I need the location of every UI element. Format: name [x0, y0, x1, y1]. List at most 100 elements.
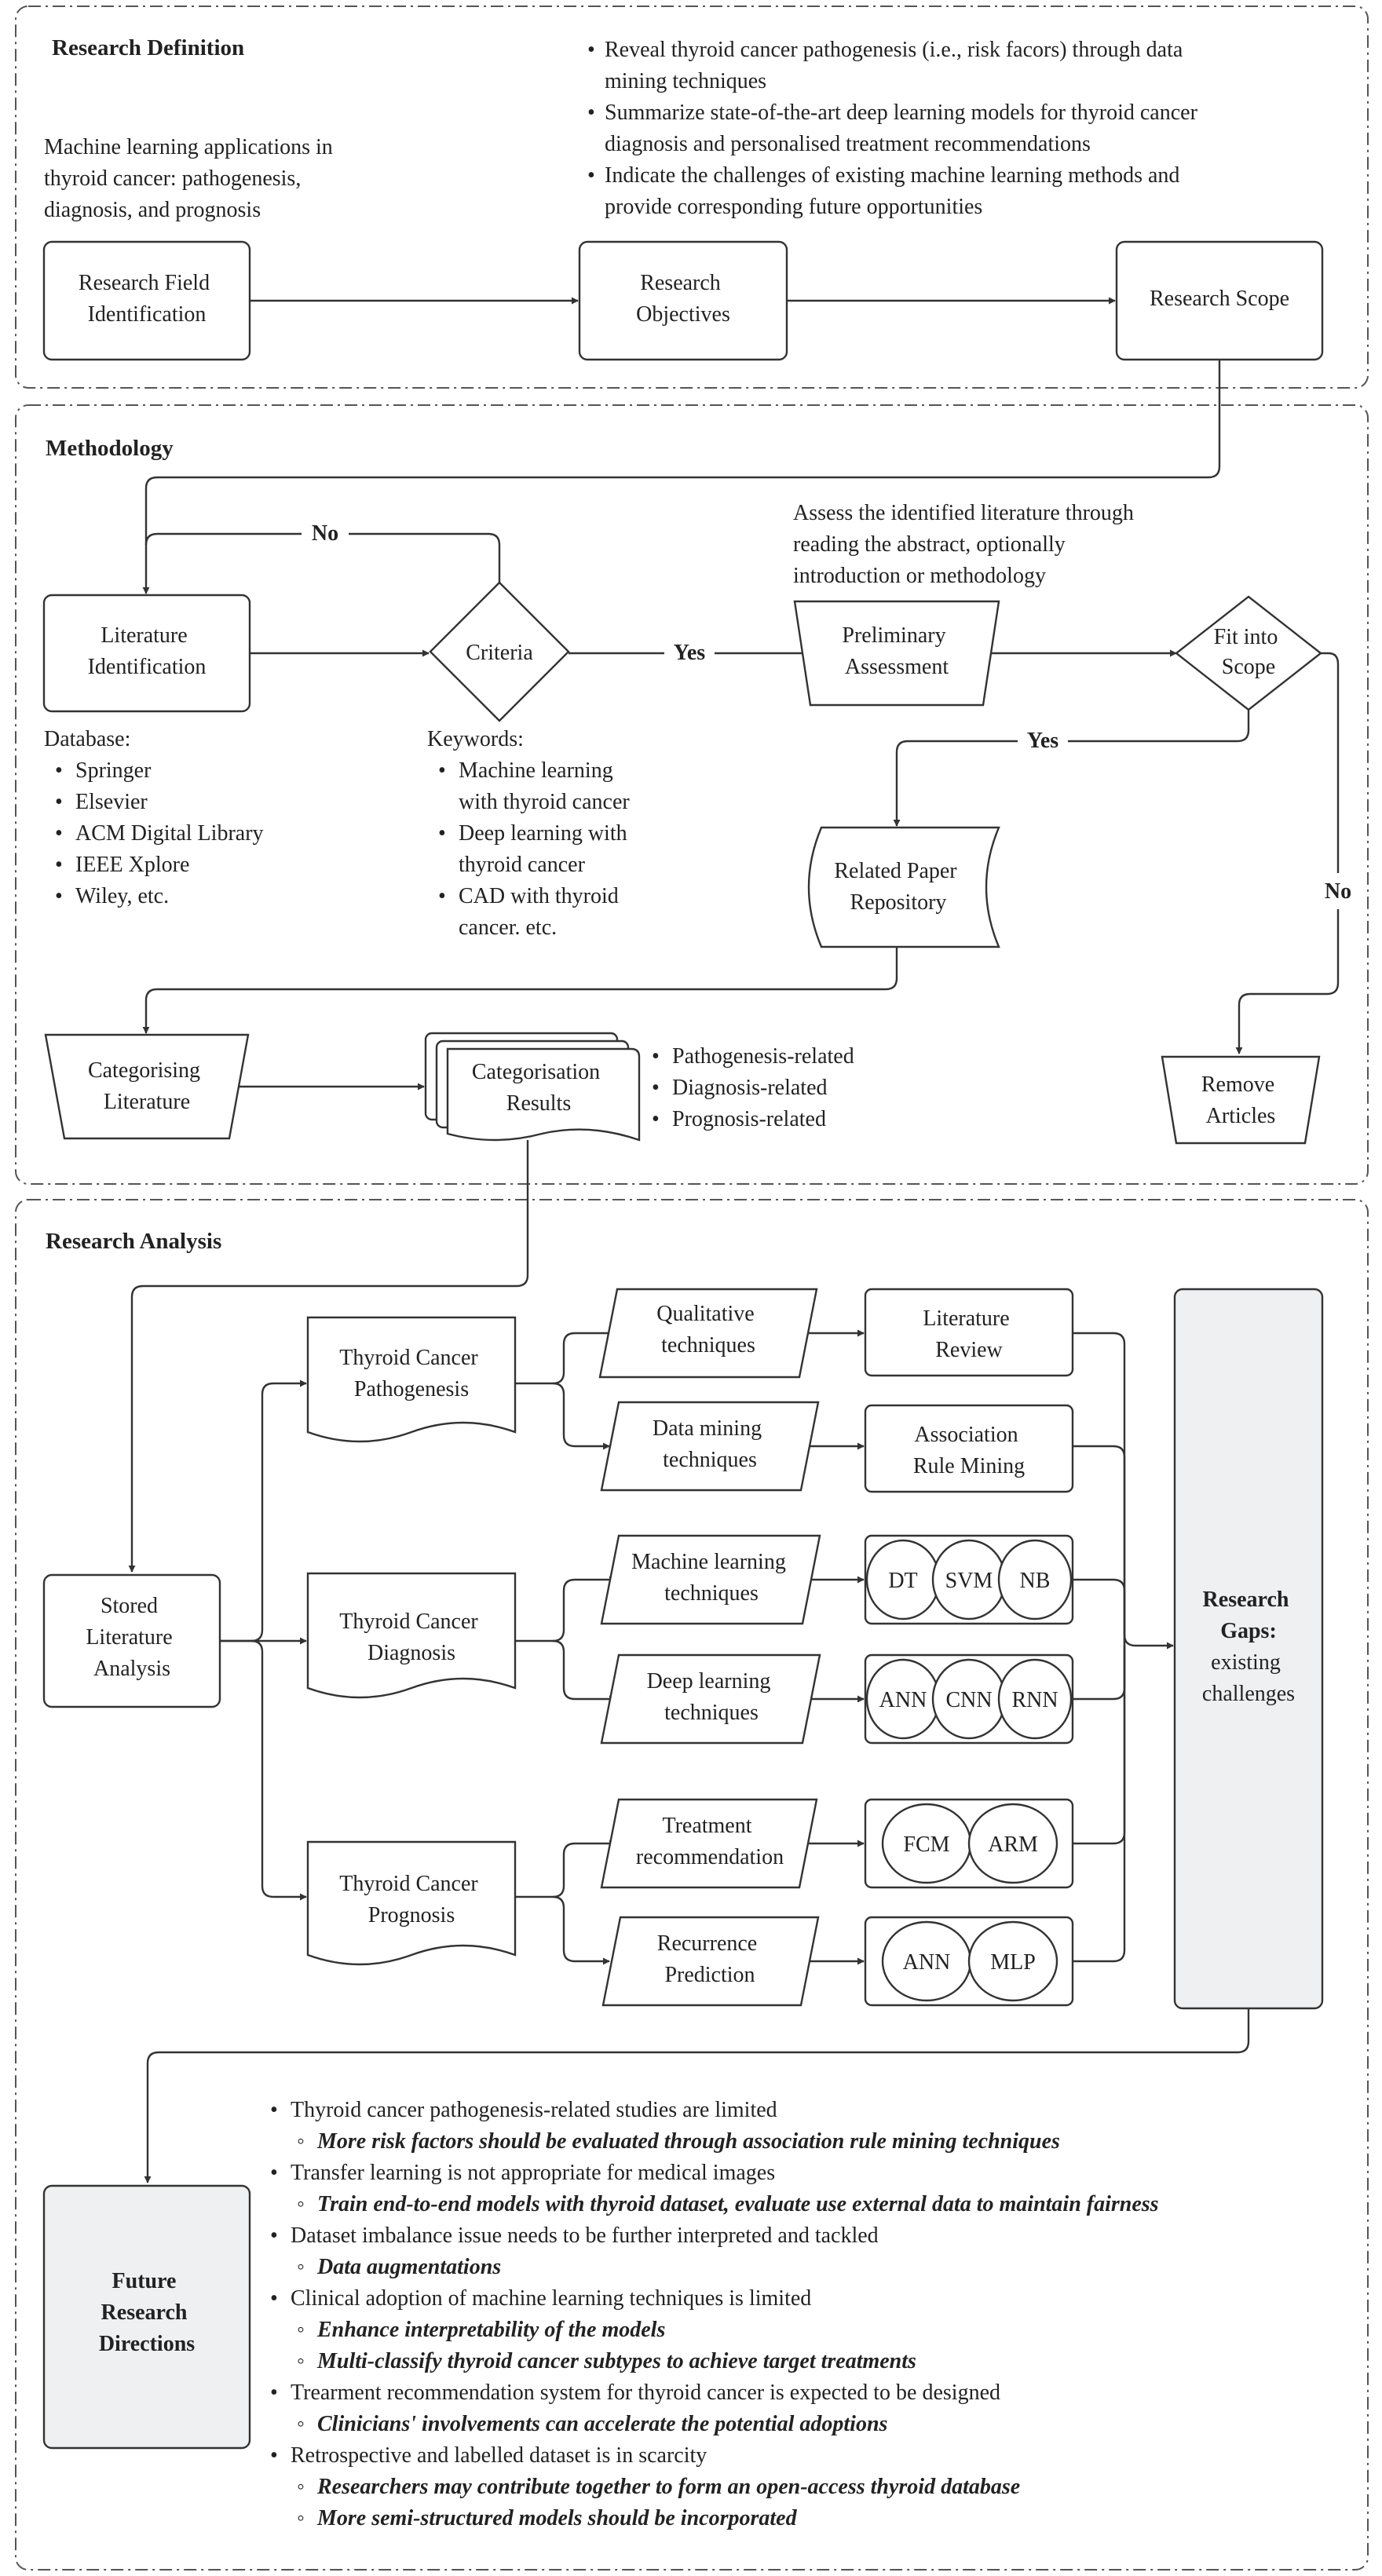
machine-learning-techniques-label: Machine learning techniques — [631, 1550, 792, 1606]
yes-label-2-bg — [1018, 724, 1068, 755]
objective-item: Indicate the challenges of existing mach… — [605, 163, 1185, 219]
research-objectives-box — [578, 240, 788, 361]
thyroid-pathogenesis-label: Thyroid Cancer Pathogenesis — [339, 1346, 484, 1401]
research-analysis-frame — [15, 1199, 1369, 2571]
thyroid-prognosis-label: Thyroid Cancer Prognosis — [339, 1872, 484, 1927]
fit-into-scope-label: Fit into Scope — [1214, 625, 1284, 679]
stored-literature-analysis-label: Stored Literature Analysis — [86, 1594, 177, 1681]
arrow-diagnosis-to-dl — [552, 1639, 616, 1703]
svg-text:•: • — [587, 163, 595, 188]
research-definition-frame — [15, 5, 1369, 389]
database-item: Springer — [75, 758, 152, 783]
svg-text:•: • — [55, 884, 63, 908]
keyword-item: CAD with thyroid cancer. etc. — [459, 884, 624, 940]
category-list: • Pathogenesis-related • Diagnosis-relat… — [652, 1044, 854, 1131]
category-item: Diagnosis-related — [672, 1076, 828, 1100]
database-item: Wiley, etc. — [75, 884, 169, 908]
model-mlp — [967, 1920, 1058, 2002]
future-sub-item: More semi-structured models should be in… — [316, 2506, 798, 2530]
yes-label-bg — [664, 638, 715, 669]
qualitative-techniques-box — [598, 1288, 818, 1379]
literature-review-label: Literature Review — [923, 1306, 1015, 1362]
database-item: IEEE Xplore — [75, 853, 189, 877]
svg-text:◦: ◦ — [297, 2349, 305, 2373]
model-cnn-label: CNN — [945, 1688, 992, 1712]
research-scope-label: Research Scope — [1150, 287, 1289, 311]
data-mining-techniques-label: Data mining techniques — [653, 1416, 767, 1472]
association-rule-mining-box — [864, 1404, 1074, 1493]
keywords-list: Keywords: • Machine learning with thyroi… — [427, 727, 633, 940]
svg-text:◦: ◦ — [297, 2412, 305, 2436]
related-paper-repository — [807, 826, 1000, 948]
database-item: ACM Digital Library — [75, 821, 264, 846]
arrow-scope-to-literature — [142, 360, 1221, 594]
future-sub-item: Multi-classify thyroid cancer subtypes t… — [316, 2349, 916, 2373]
model-nb — [997, 1539, 1073, 1621]
svg-text:•: • — [587, 38, 595, 62]
svg-text:•: • — [270, 2098, 278, 2122]
svg-text:•: • — [270, 2161, 278, 2185]
model-mlp-label: MLP — [990, 1950, 1036, 1975]
model-rnn-label: RNN — [1011, 1688, 1058, 1712]
model-ann-label: ANN — [879, 1688, 927, 1712]
arrow-arm-to-gaps — [1073, 1445, 1126, 1646]
deep-learning-techniques-label: Deep learning techniques — [647, 1669, 777, 1725]
svg-text:•: • — [55, 853, 63, 877]
svg-text:•: • — [55, 758, 63, 783]
arrow-results-to-stored — [128, 1140, 529, 1573]
objective-item: Summarize state-of-the-art deep learning… — [605, 100, 1203, 156]
svg-text:•: • — [270, 2443, 278, 2468]
future-item: Transfer learning is not appropriate for… — [291, 2161, 775, 2185]
research-gaps-box — [1173, 1288, 1324, 2010]
future-item: Retrospective and labelled dataset is in… — [291, 2443, 707, 2468]
yes-label-2: Yes — [1027, 729, 1059, 753]
fit-into-scope-diamond — [1175, 595, 1322, 711]
future-item: Dataset imbalance issue needs to be furt… — [291, 2223, 879, 2248]
future-sub-item: Enhance interpretability of the models — [316, 2318, 665, 2342]
svg-text:•: • — [438, 884, 446, 908]
related-paper-repository-label: Related Paper Repository — [834, 859, 962, 915]
categorising-literature-box — [44, 1033, 250, 1140]
thyroid-pathogenesis-box — [306, 1316, 517, 1443]
svg-text:•: • — [55, 790, 63, 814]
objectives-list: • Reveal thyroid cancer pathogenesis (i.… — [587, 38, 1203, 219]
svg-text:•: • — [270, 2381, 278, 2405]
category-item: Prognosis-related — [672, 1107, 826, 1131]
future-item: Thyroid cancer pathogenesis-related stud… — [291, 2098, 777, 2122]
criteria-label: Criteria — [466, 641, 533, 665]
preliminary-assessment-label: Preliminary Assessment — [842, 623, 951, 679]
svg-text:◦: ◦ — [297, 2506, 305, 2530]
arrow-pathogenesis-to-qualitative — [515, 1329, 616, 1385]
assess-note: Assess the identified literature through… — [793, 501, 1139, 588]
future-item: Clinical adoption of machine learning te… — [291, 2286, 811, 2311]
future-sub-item: Clinicians' involvements can accelerate … — [317, 2412, 888, 2436]
model-rnn — [997, 1658, 1073, 1740]
association-rule-mining-label: Association Rule Mining — [913, 1423, 1025, 1478]
no-label-bg — [302, 517, 349, 548]
future-directions-list: • Thyroid cancer pathogenesis-related st… — [270, 2098, 1159, 2530]
model-arm-label: ARM — [988, 1832, 1038, 1857]
arrow-review-to-gaps — [1073, 1332, 1174, 1650]
svg-text:•: • — [652, 1076, 660, 1100]
arrow-criteria-no-loop — [144, 532, 501, 583]
thyroid-diagnosis-label: Thyroid Cancer Diagnosis — [339, 1610, 484, 1665]
arrow-prognosis-to-treatment — [515, 1840, 616, 1898]
research-field-identification-box — [42, 240, 251, 361]
svg-text:•: • — [270, 2223, 278, 2248]
keyword-item: Deep learning with thyroid cancer — [459, 821, 633, 877]
svg-text:•: • — [438, 821, 446, 846]
preliminary-assessment-box — [793, 600, 1000, 707]
literature-identification-box — [42, 594, 251, 713]
no-label: No — [312, 521, 338, 546]
section-title-analysis: Research Analysis — [46, 1229, 221, 1254]
svg-text:•: • — [55, 821, 63, 846]
categorising-literature-label: Categorising Literature — [88, 1058, 206, 1114]
yes-label: Yes — [674, 641, 706, 665]
model-dt-label: DT — [888, 1569, 917, 1593]
svg-text:◦: ◦ — [297, 2192, 305, 2216]
research-gaps-subtitle: existing challenges — [1202, 1650, 1295, 1706]
model-fcm-label: FCM — [903, 1832, 949, 1857]
literature-identification-label: Literature Identification — [88, 623, 207, 679]
future-sub-item: Train end-to-end models with thyroid dat… — [317, 2192, 1159, 2216]
